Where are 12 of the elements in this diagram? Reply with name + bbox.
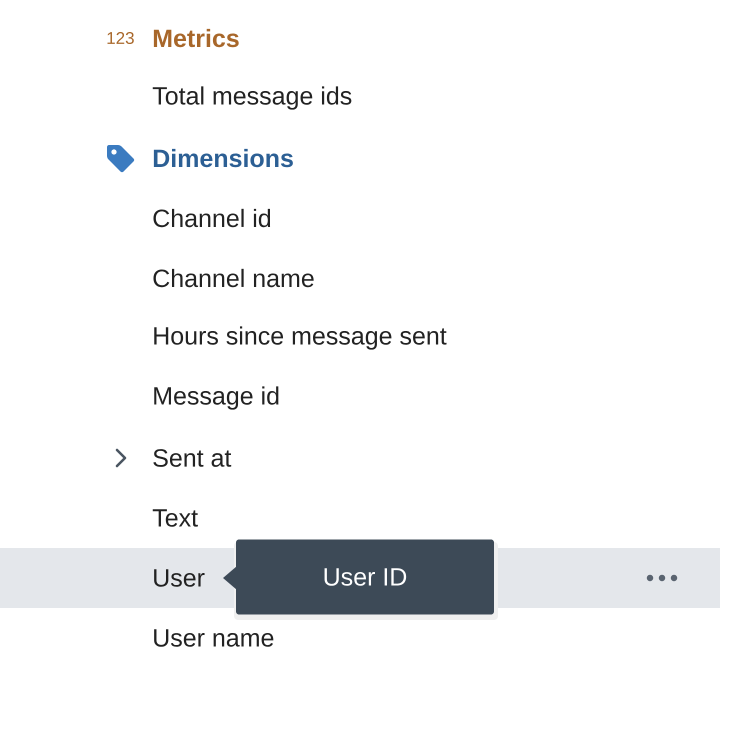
field-name: Sent at xyxy=(153,449,232,467)
field-name: Channel name xyxy=(153,268,314,288)
section-heading: Dimensions xyxy=(154,148,293,168)
field-name: User name xyxy=(154,629,274,647)
field-name: Text xyxy=(152,509,198,527)
field-name: Total message ids xyxy=(152,86,352,110)
field-name: Channel id xyxy=(153,208,270,228)
metric-icon: 123 xyxy=(108,32,134,44)
field-name: Message id xyxy=(154,386,278,410)
field-name: Hours since message sent xyxy=(154,326,447,350)
section-heading: Metrics xyxy=(154,28,239,48)
tooltip: User ID xyxy=(223,540,494,614)
